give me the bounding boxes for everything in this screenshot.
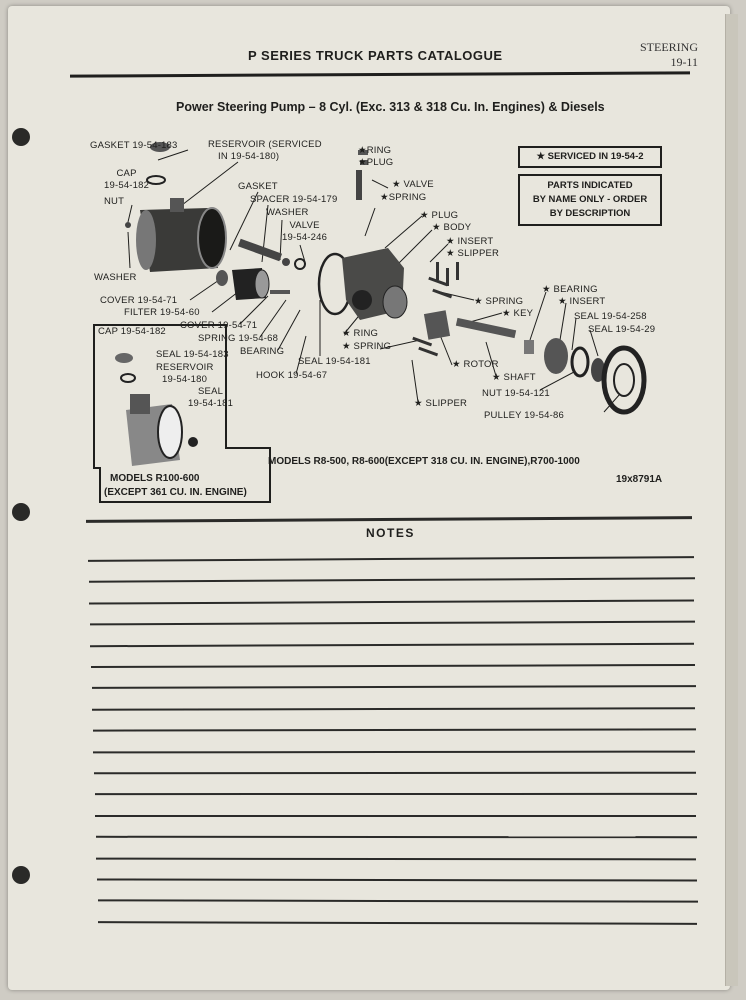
binder-hole xyxy=(12,128,30,146)
figure-title: Power Steering Pump – 8 Cyl. (Exc. 313 &… xyxy=(176,100,605,114)
label-inset-seal: SEAL 19-54-183 xyxy=(156,349,229,360)
catalogue-page xyxy=(8,6,730,990)
label-cap: CAP 19-54-182 xyxy=(104,168,149,192)
label-spring: SPRING 19-54-68 xyxy=(198,333,279,344)
label-inset-seal-2: SEAL 19-54-181 xyxy=(188,386,233,410)
label-line: VALVE xyxy=(289,220,320,231)
label-line: CAP xyxy=(116,168,137,179)
notes-title: NOTES xyxy=(366,526,415,540)
label-seal-2: SEAL 19-54-258 xyxy=(574,311,647,322)
label-nut: NUT xyxy=(104,196,125,207)
binder-hole xyxy=(12,503,30,521)
catalogue-title: P SERIES TRUCK PARTS CATALOGUE xyxy=(248,48,503,63)
label-line: 19-54-246 xyxy=(282,232,328,243)
caption-line: (EXCEPT 361 CU. IN. ENGINE) xyxy=(104,487,247,498)
label-bearing-2: ★ BEARING xyxy=(542,284,598,295)
label-seal-3: SEAL 19-54-29 xyxy=(588,324,656,335)
label-rotor: ★ ROTOR xyxy=(452,359,499,370)
note-line: PARTS INDICATED xyxy=(547,180,633,191)
label-key: ★ KEY xyxy=(502,308,534,319)
label-hook: HOOK 19-54-67 xyxy=(256,370,328,381)
label-line: 19-54-180 xyxy=(162,374,208,385)
label-valve-2: ★ VALVE xyxy=(392,179,434,190)
label-washer: WASHER xyxy=(94,272,137,283)
label-inset-cap: CAP 19-54-182 xyxy=(98,326,166,337)
inset-models-caption: MODELS R100-600 (EXCEPT 361 CU. IN. ENGI… xyxy=(104,472,247,500)
label-bearing: BEARING xyxy=(240,346,285,357)
label-insert-2: ★ INSERT xyxy=(558,296,606,307)
section-name: STEERING xyxy=(640,40,698,54)
label-plug: ★PLUG xyxy=(358,157,394,168)
label-pulley: PULLEY 19-54-86 xyxy=(484,410,564,421)
page-stack-edge xyxy=(725,14,738,986)
label-spacer: SPACER 19-54-179 xyxy=(250,194,338,205)
label-filter: FILTER 19-54-60 xyxy=(124,307,200,318)
label-ring-2: ★ RING xyxy=(342,328,379,339)
label-reservoir: RESERVOIR (SERVICED IN 19-54-180) xyxy=(208,139,322,163)
label-cover-2: COVER 19-54-71 xyxy=(180,320,258,331)
figure-number: 19x8791A xyxy=(616,474,663,485)
page-number: 19-11 xyxy=(670,55,698,69)
label-plug-2: ★ PLUG xyxy=(420,210,459,221)
label-cover: COVER 19-54-71 xyxy=(100,295,178,306)
notes-ruled-line xyxy=(95,814,697,817)
label-insert: ★ INSERT xyxy=(446,236,494,247)
label-spring-2: ★SPRING xyxy=(380,192,427,203)
binder-hole xyxy=(12,866,30,884)
label-slipper-2: ★ SLIPPER xyxy=(414,398,468,409)
serviced-note: ★ SERVICED IN 19-54-2 xyxy=(518,146,662,168)
label-body: ★ BODY xyxy=(432,222,472,233)
label-gasket: GASKET 19-54-183 xyxy=(90,140,178,151)
label-valve: VALVE 19-54-246 xyxy=(282,220,327,244)
label-spring-3: ★ SPRING xyxy=(474,296,524,307)
note-line: BY DESCRIPTION xyxy=(549,208,631,219)
label-ring: ★RING xyxy=(358,145,392,156)
label-washer-2: WASHER xyxy=(266,207,309,218)
label-line: 19-54-181 xyxy=(188,398,234,409)
label-line: IN 19-54-180) xyxy=(218,151,280,162)
label-seal: SEAL 19-54-181 xyxy=(298,356,371,367)
label-inset-reservoir: RESERVOIR 19-54-180 xyxy=(156,362,214,386)
label-spring-4: ★ SPRING xyxy=(342,341,392,352)
note-line: BY NAME ONLY - ORDER xyxy=(532,194,648,205)
label-line: SEAL xyxy=(198,386,224,397)
label-line: RESERVOIR xyxy=(156,362,214,373)
label-gasket-2: GASKET xyxy=(238,181,278,192)
order-note: PARTS INDICATED BY NAME ONLY - ORDER BY … xyxy=(518,174,662,226)
section-heading: STEERING 19-11 xyxy=(640,40,698,70)
label-slipper: ★ SLIPPER xyxy=(446,248,500,259)
caption-line: MODELS R100-600 xyxy=(110,473,200,484)
models-caption: MODELS R8-500, R8-600(EXCEPT 318 CU. IN.… xyxy=(268,456,580,467)
label-shaft: ★ SHAFT xyxy=(492,372,536,383)
label-line: 19-54-182 xyxy=(104,180,150,191)
notes-ruled-line xyxy=(93,750,696,754)
label-line: RESERVOIR (SERVICED xyxy=(208,139,322,150)
label-nut-2: NUT 19-54-121 xyxy=(482,388,550,399)
notes-ruled-line xyxy=(96,857,697,860)
